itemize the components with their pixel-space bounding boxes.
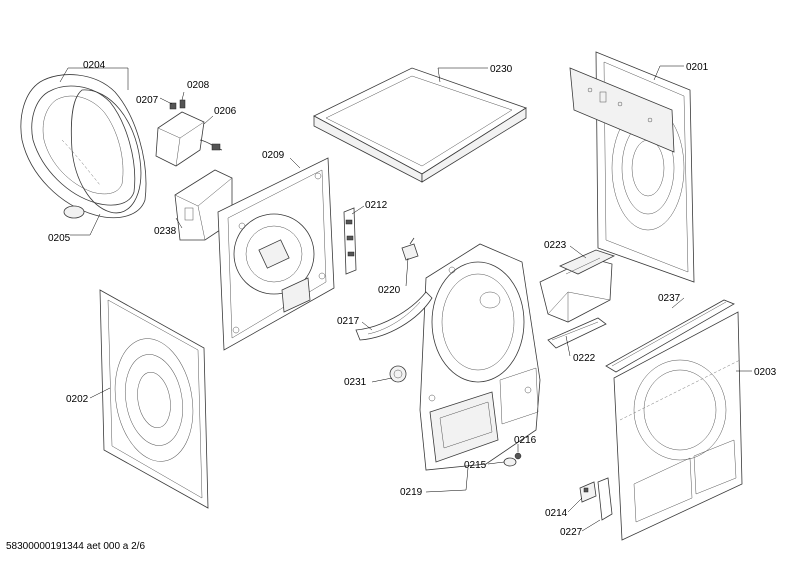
label-0201: 0201 xyxy=(686,62,709,73)
part-0219-base-frame xyxy=(419,243,541,471)
label-0216: 0216 xyxy=(514,435,537,446)
part-0215-screw xyxy=(503,457,517,467)
part-0203-front-panel xyxy=(613,311,743,541)
part-0237-front-rail xyxy=(605,299,735,373)
label-0217: 0217 xyxy=(337,316,360,327)
part-0207-connector xyxy=(169,102,177,110)
part-0205-seal-wire xyxy=(70,89,142,214)
part-0201-side-panel xyxy=(569,51,695,283)
label-0222: 0222 xyxy=(573,353,596,364)
part-0230-top-cover xyxy=(313,67,527,183)
label-0227: 0227 xyxy=(560,527,583,538)
label-0205: 0205 xyxy=(48,233,71,244)
part-0204-door-seal xyxy=(20,74,147,219)
label-0219: 0219 xyxy=(400,487,423,498)
label-0231: 0231 xyxy=(344,377,367,388)
label-0237: 0237 xyxy=(658,293,681,304)
part-0212-cable-holder xyxy=(343,207,357,275)
label-0212: 0212 xyxy=(365,200,388,211)
label-0208: 0208 xyxy=(187,80,210,91)
part-0206-electronic-module xyxy=(155,111,223,167)
label-0209: 0209 xyxy=(262,150,285,161)
part-0220-sensor xyxy=(401,237,419,261)
part-0222-filter-seal xyxy=(547,317,607,349)
label-0214: 0214 xyxy=(545,508,568,519)
part-0209-rear-panel xyxy=(217,157,335,351)
document-id: 58300000191344 aet 000 a 2/6 xyxy=(6,541,146,552)
leader-lines xyxy=(59,65,752,532)
label-0215: 0215 xyxy=(464,460,487,471)
label-0206: 0206 xyxy=(214,106,237,117)
label-0203: 0203 xyxy=(754,367,777,378)
label-0202: 0202 xyxy=(66,394,89,405)
part-0208-clip xyxy=(179,99,186,109)
part-0216-cap xyxy=(514,452,522,460)
label-0204: 0204 xyxy=(83,60,106,71)
part-0214-door-lock xyxy=(579,481,597,503)
part-0223-filter xyxy=(539,249,616,323)
label-0230: 0230 xyxy=(490,64,513,75)
part-0227-lock-cover xyxy=(597,477,613,521)
label-0220: 0220 xyxy=(378,285,401,296)
part-0202-side-panel xyxy=(99,289,209,509)
part-0217-duct xyxy=(355,291,433,341)
label-0238: 0238 xyxy=(154,226,177,237)
part-0231-knob xyxy=(389,365,407,383)
label-0207: 0207 xyxy=(136,95,159,106)
label-0223: 0223 xyxy=(544,240,567,251)
